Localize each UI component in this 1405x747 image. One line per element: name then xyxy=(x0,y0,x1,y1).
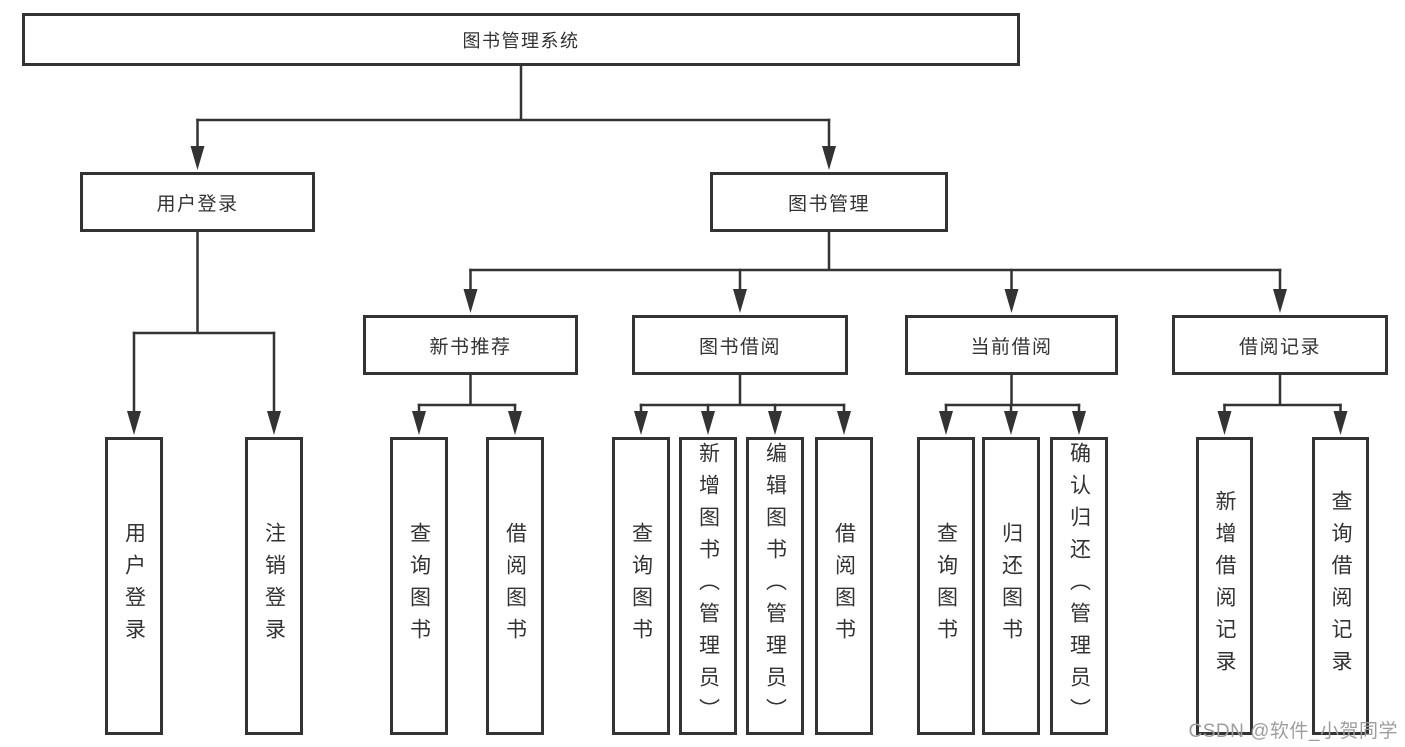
leaf-return-books: 归还图书 xyxy=(982,437,1040,735)
node-new-book-recommend: 新书推荐 xyxy=(363,315,578,375)
leaf-logout: 注销登录 xyxy=(245,437,303,735)
leaf-add-books-admin: 新增图书（管理员） xyxy=(679,437,737,735)
leaf-edit-books-admin: 编辑图书（管理员） xyxy=(746,437,804,735)
node-user-login: 用户登录 xyxy=(80,172,315,232)
leaf-add-borrow-record: 新增借阅记录 xyxy=(1196,437,1253,735)
watermark: CSDN @软件_小贺同学 xyxy=(1188,721,1398,742)
leaf-user-login: 用户登录 xyxy=(105,437,163,735)
node-current-borrow: 当前借阅 xyxy=(905,315,1118,375)
leaf-query-borrow-record: 查询借阅记录 xyxy=(1312,437,1369,735)
leaf-borrow-books-recommend: 借阅图书 xyxy=(486,437,544,735)
leaf-query-books-current: 查询图书 xyxy=(917,437,975,735)
leaf-query-books-borrow: 查询图书 xyxy=(612,437,670,735)
node-book-management: 图书管理 xyxy=(710,172,948,232)
leaf-query-books-recommend: 查询图书 xyxy=(390,437,448,735)
node-borrow-records: 借阅记录 xyxy=(1172,315,1388,375)
node-book-borrow: 图书借阅 xyxy=(632,315,848,375)
leaf-borrow-books: 借阅图书 xyxy=(815,437,873,735)
leaf-confirm-return-admin: 确认归还（管理员） xyxy=(1050,437,1108,735)
node-library-management-system: 图书管理系统 xyxy=(22,13,1020,66)
